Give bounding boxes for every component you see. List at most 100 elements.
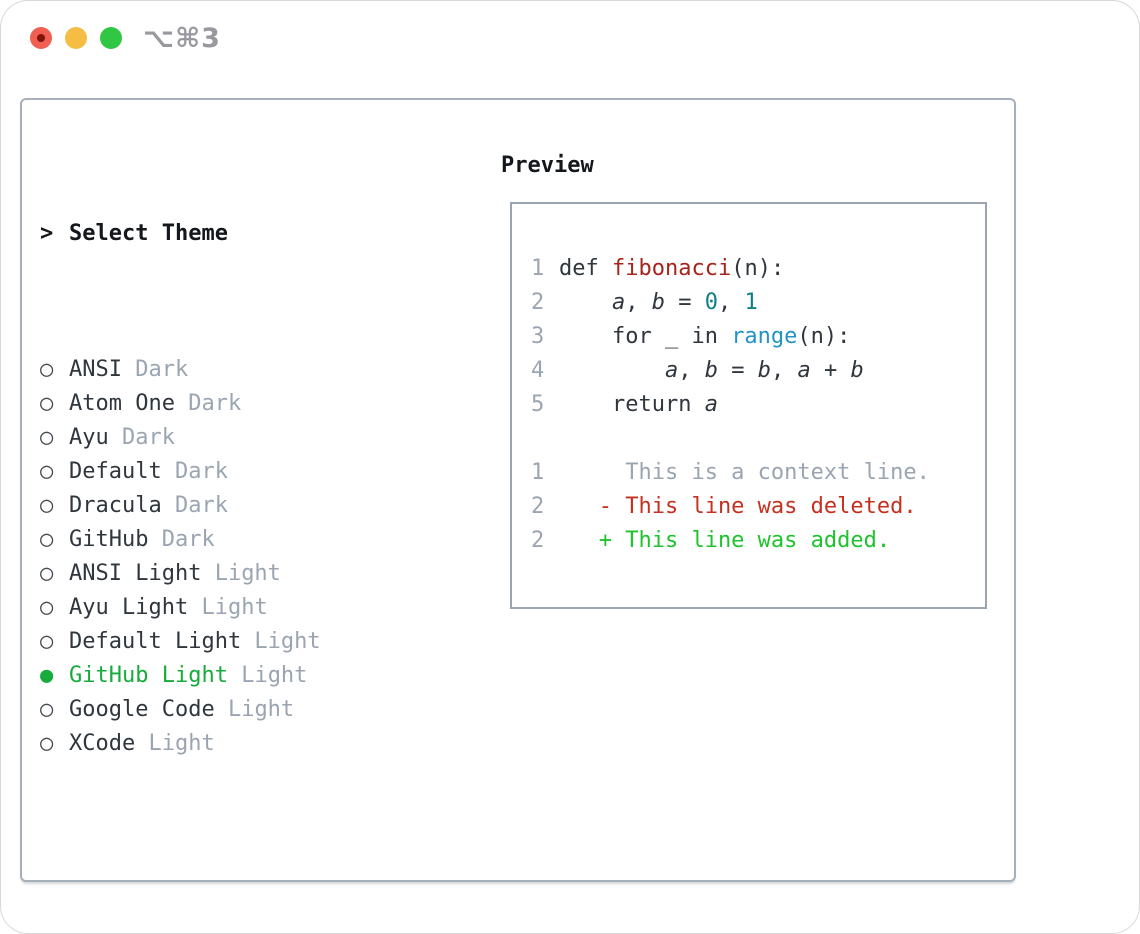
line-number: 2 [531,290,545,315]
line-number: 3 [531,324,545,349]
preview-line: 1 This is a context line. [531,456,985,490]
blank-line [531,422,985,456]
radio-icon: ○ [40,391,67,416]
theme-variant-tag: Light [188,595,268,620]
radio-icon: ○ [40,561,67,586]
theme-variant-tag: Dark [161,459,228,484]
code-token: , [678,358,705,383]
theme-option-xcode-light[interactable]: ○ XCode Light [40,727,480,761]
preview-line: 3 for _ in range(n): [531,320,985,354]
radio-icon: ○ [40,697,67,722]
zoom-button[interactable] [100,27,122,49]
code-token: , [770,358,798,383]
code-token: range [731,324,798,349]
theme-name: ANSI Light [69,561,202,586]
minimize-button[interactable] [65,27,87,49]
theme-name: Google Code [69,697,215,722]
radio-icon: ○ [40,493,67,518]
theme-option-google-code-light[interactable]: ○ Google Code Light [40,693,480,727]
line-number: 5 [531,392,545,417]
radio-icon: ○ [40,527,67,552]
preview-line: 2 - This line was deleted. [531,490,985,524]
radio-icon: ○ [40,425,67,450]
theme-option-github-dark[interactable]: ○ GitHub Dark [40,523,480,557]
select-theme-label: Select Theme [69,221,228,246]
theme-option-default-dark[interactable]: ○ Default Dark [40,455,480,489]
titlebar: ⌥⌘3 [1,1,1139,76]
line-number: 2 [531,528,545,553]
theme-name: Ayu Light [69,595,189,620]
close-button[interactable] [30,27,52,49]
code-token: + This line was added. [559,528,891,553]
code-token: 0 [704,290,718,315]
code-token: b [651,290,665,315]
preview-line: 4 a, b = b, a + b [531,354,985,388]
code-token: , [625,290,652,315]
code-token: a [664,358,679,383]
radio-icon: ○ [40,731,67,756]
theme-variant-tag: Dark [121,357,189,382]
theme-variant-tag: Light [201,561,281,586]
theme-dialog-panel: >Select Theme ○ ANSI Dark○ Atom One Dark… [20,98,1016,882]
theme-option-atom-one-dark[interactable]: ○ Atom One Dark [40,387,480,421]
theme-name: GitHub [69,527,149,552]
preview-header: Preview [501,153,594,178]
code-token: def [559,256,612,281]
theme-variant-tag: Light [135,731,215,756]
code-token: This is a context line. [559,460,930,485]
theme-variant-tag: Dark [174,391,242,416]
window-title: ⌥⌘3 [143,23,221,54]
radio-selected-icon: ● [40,663,67,688]
radio-icon: ○ [40,595,67,620]
theme-name: XCode [69,731,136,756]
code-token: + [810,358,851,383]
radio-icon: ○ [40,459,67,484]
theme-name: Default Light [69,629,242,654]
radio-icon: ○ [40,357,67,382]
code-token: return [559,392,705,417]
theme-option-ansi-light-light[interactable]: ○ ANSI Light Light [40,557,480,591]
code-token [559,290,612,315]
code-token: , [717,290,745,315]
theme-list: ○ ANSI Dark○ Atom One Dark○ Ayu Dark○ De… [40,353,480,761]
code-token: a [704,392,718,417]
theme-name: Atom One [69,391,175,416]
code-token: fibonacci [611,256,732,281]
theme-option-github-light-light[interactable]: ● GitHub Light Light [40,659,480,693]
theme-option-ansi-dark[interactable]: ○ ANSI Dark [40,353,480,387]
theme-name: Ayu [69,425,109,450]
code-token: = [664,290,705,315]
preview-line: 1 def fibonacci(n): [531,252,985,286]
theme-option-ayu-light-light[interactable]: ○ Ayu Light Light [40,591,480,625]
theme-variant-tag: Dark [161,493,228,518]
preview-line: 2 + This line was added. [531,524,985,558]
code-token: - This line was deleted. [559,494,917,519]
theme-variant-tag: Light [227,663,308,688]
code-token: (n): [797,324,851,349]
theme-option-ayu-dark[interactable]: ○ Ayu Dark [40,421,480,455]
prompt-icon: > [40,221,54,246]
line-number: 1 [531,256,545,281]
line-number: 2 [531,494,545,519]
theme-variant-tag: Light [241,629,321,654]
line-number: 1 [531,460,545,485]
code-token: 1 [744,290,758,315]
code-token [559,358,665,383]
spacer [40,863,480,897]
code-token: (n): [731,256,785,281]
theme-option-default-light-light[interactable]: ○ Default Light Light [40,625,480,659]
theme-option-dracula-dark[interactable]: ○ Dracula Dark [40,489,480,523]
theme-name: ANSI [69,357,122,382]
theme-name: Default [69,459,162,484]
theme-picker-column: >Select Theme ○ ANSI Dark○ Atom One Dark… [40,149,480,933]
select-theme-header: > Select Theme [40,217,480,251]
preview-line: 2 a, b = 0, 1 [531,286,985,320]
code-token: a [611,290,626,315]
code-token: a [797,358,811,383]
code-token: b [704,358,718,383]
theme-variant-tag: Dark [148,527,215,552]
code-token: = [717,358,758,383]
radio-icon: ○ [40,629,67,654]
